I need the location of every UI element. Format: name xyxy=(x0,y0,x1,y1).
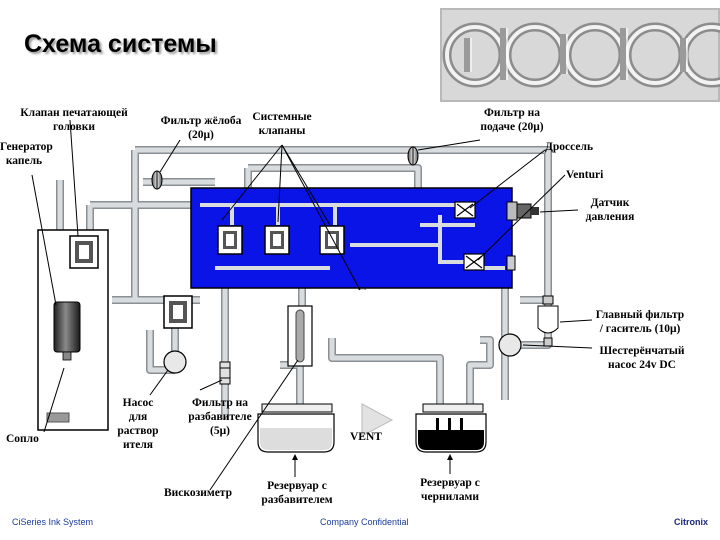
label-main-filter: Главный фильтр / гаситель (10μ) xyxy=(590,308,690,336)
printhead-valve xyxy=(69,235,99,269)
label-gear-pump: Шестерёнчатый насос 24v DC xyxy=(592,344,692,372)
system-valve-1 xyxy=(217,225,243,255)
label-line: для xyxy=(128,411,148,423)
footer-center: Company Confidential xyxy=(320,517,409,527)
citronix-logo-pattern xyxy=(440,8,720,102)
main-filter-icon xyxy=(537,295,559,347)
solvent-tank xyxy=(257,403,335,453)
label-vent: VENT xyxy=(350,431,382,443)
label-line: Резервуар с xyxy=(420,477,480,489)
label-line: ителя xyxy=(122,439,154,451)
label-line: раствор xyxy=(117,425,159,437)
label-viscometer: Вискозиметр xyxy=(164,487,232,499)
footer-left: CiSeries Ink System xyxy=(12,517,94,527)
label-line: давления xyxy=(585,211,635,223)
arrowheads xyxy=(292,454,453,460)
label-line: разбавителем xyxy=(261,494,333,506)
venturi-symbol xyxy=(463,253,485,271)
label-nozzle: Сопло xyxy=(6,433,39,445)
label-line: Фильтр на xyxy=(483,107,541,119)
label-line: подаче (20μ) xyxy=(480,121,544,133)
gutter-filter-icon xyxy=(151,170,163,190)
footer-right: Citronix xyxy=(674,517,709,527)
solvent-filter-icon xyxy=(219,361,231,385)
page-title: Схема системы xyxy=(24,30,217,58)
label-line: (20μ) xyxy=(188,129,214,141)
label-line: Системные xyxy=(252,111,312,123)
label-feed-filter: Фильтр на подаче (20μ) xyxy=(470,106,554,134)
manifold-port xyxy=(506,255,516,271)
manifold-channels xyxy=(200,203,505,270)
label-line: Резервуар с xyxy=(267,480,327,492)
leader-lines xyxy=(31,119,593,491)
label-solvent-pump: Насос для раствор ителя xyxy=(116,396,160,452)
label-line: клапаны xyxy=(258,125,306,137)
drop-generator xyxy=(53,301,81,361)
system-valve-3 xyxy=(319,225,345,255)
label-line: Шестерёнчатый xyxy=(599,345,685,357)
label-solvent-filter: Фильтр на разбавителе (5μ) xyxy=(184,396,256,438)
throttle-symbol xyxy=(454,201,476,219)
label-ink-tank: Резервуар с чернилами xyxy=(414,476,486,504)
label-printhead-valve: Клапан печатающей головки xyxy=(18,106,130,134)
label-line: Датчик xyxy=(590,197,630,209)
label-throttle: Дроссель xyxy=(545,141,594,153)
label-line: Клапан печатающей xyxy=(20,107,128,119)
label-gutter-filter: Фильтр жёлоба (20μ) xyxy=(156,114,246,142)
label-venturi: Venturi xyxy=(566,169,604,181)
label-line: капель xyxy=(5,155,43,167)
label-line: насос 24v DC xyxy=(608,359,676,371)
label-line: (5μ) xyxy=(210,425,230,437)
system-valve-2 xyxy=(264,225,290,255)
label-drop-generator: Генератор капель xyxy=(0,140,53,168)
label-line: чернилами xyxy=(421,491,479,503)
solvent-valve xyxy=(163,295,193,329)
vent-symbol xyxy=(361,403,394,437)
pressure-sensor-icon xyxy=(506,201,539,221)
label-line: Фильтр на xyxy=(191,397,249,409)
label-line: / гаситель (10μ) xyxy=(599,323,681,335)
feed-filter-icon xyxy=(407,146,419,166)
label-line: Насос xyxy=(122,397,154,409)
label-line: головки xyxy=(53,121,95,133)
nozzle xyxy=(46,412,70,423)
ink-tank xyxy=(415,403,487,453)
solvent-pump-icon xyxy=(163,350,187,374)
label-line: Главный фильтр xyxy=(595,309,685,321)
label-line: разбавителе xyxy=(188,411,252,423)
label-line: Генератор xyxy=(0,141,53,153)
label-line: Фильтр жёлоба xyxy=(160,115,242,127)
label-solvent-tank: Резервуар с разбавителем xyxy=(258,479,336,507)
label-pressure-sensor: Датчик давления xyxy=(578,196,642,224)
gear-pump-icon xyxy=(498,333,522,357)
viscometer-icon xyxy=(287,305,313,367)
label-system-valves: Системные клапаны xyxy=(250,110,314,138)
